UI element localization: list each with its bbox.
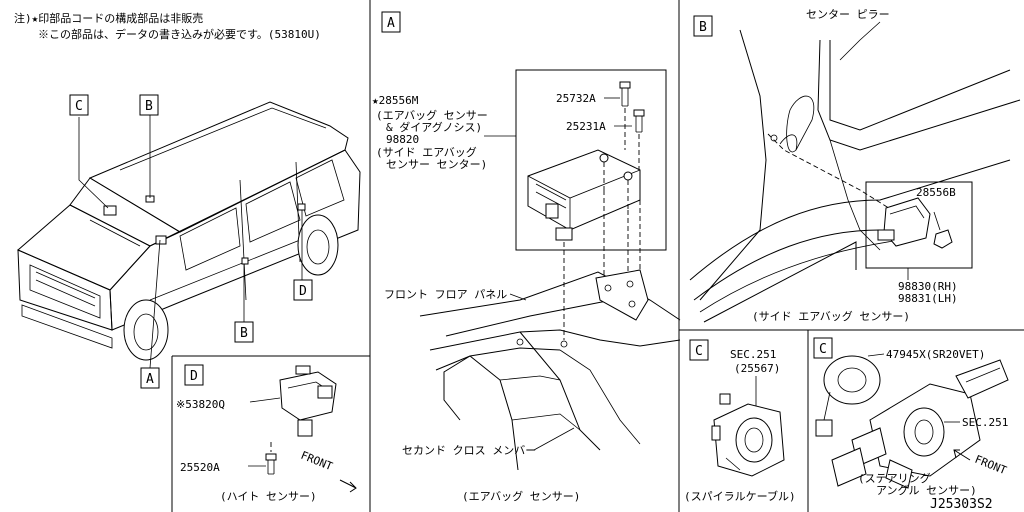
note-line-1: 注)★印部品コードの構成部品は非販売 xyxy=(14,11,203,25)
panel-b-caption: (サイド エアバッグ センサー) xyxy=(752,309,910,323)
panel-a-part-main: ★28556M xyxy=(372,94,419,107)
panel-a-part-alt: 98820 xyxy=(386,133,419,146)
overview-callout-b-upper xyxy=(139,94,159,116)
panel-b-part-rh: 98830(RH) xyxy=(898,280,958,293)
panel-a: A ★28556M (エアバッグ センサー & ダイアグノシス) 98820 (… xyxy=(372,11,681,503)
panel-a-desc-4: センサー センター) xyxy=(386,158,487,171)
overview-callout-b-upper-label: B xyxy=(145,99,153,114)
panel-c2-label-box xyxy=(813,337,833,359)
panel-c2-caption-1: (ステアリング xyxy=(858,471,931,485)
panel-b-part-sensor: 28556B xyxy=(916,186,956,199)
overview-callout-d xyxy=(293,279,313,301)
panel-a-caption: (エアバッグ センサー) xyxy=(462,489,580,503)
panel-c1-sec: SEC.251 xyxy=(730,348,776,361)
overview-callout-a xyxy=(140,367,160,389)
panel-c2-part: 47945X(SR20VET) xyxy=(886,348,985,361)
panel-c1-label-box xyxy=(689,339,709,361)
panel-a-floor-label: フロント フロア パネル xyxy=(384,288,507,301)
panel-c2-caption-2: アングル センサー) xyxy=(876,483,977,497)
vehicle-overview: C B B D A xyxy=(17,94,361,389)
note-line-2: ※この部品は、データの書き込みが必要です。(53810U) xyxy=(38,27,321,41)
panel-c1-caption: (スパイラルケーブル) xyxy=(684,489,796,503)
overview-callout-b-lower xyxy=(234,321,254,343)
overview-callout-c-label: C xyxy=(75,99,83,114)
diagram-id: J25303S2 xyxy=(930,497,993,512)
panel-dividers xyxy=(171,0,1024,512)
panel-c2-front: FRONT xyxy=(973,453,1009,478)
panel-a-desc-2: & ダイアグノシス) xyxy=(386,120,482,134)
panel-a-desc-1: (エアバッグ センサー xyxy=(376,108,488,122)
overview-callout-b-lower-label: B xyxy=(240,326,248,341)
panel-c1-sec-sub: (25567) xyxy=(734,362,780,375)
panel-c2: C 47945X(SR20VET) SEC.251 FRONT (ステアリング … xyxy=(813,337,1009,497)
notes: 注)★印部品コードの構成部品は非販売 ※この部品は、データの書き込みが必要です。… xyxy=(14,11,321,41)
panel-b: B センター ピラー 28556B 98830(RH) 98831(LH) (サ… xyxy=(689,8,1021,323)
panel-b-label: B xyxy=(699,20,707,35)
panel-d-part-2: 25520A xyxy=(180,461,220,474)
panel-d-label-box xyxy=(184,364,204,386)
panel-c2-label: C xyxy=(819,342,827,357)
panel-d-label: D xyxy=(190,369,198,384)
panel-c1-label: C xyxy=(695,344,703,359)
panel-b-inset xyxy=(865,181,973,269)
panel-a-bolt-1: 25732A xyxy=(556,92,596,105)
panel-c2-sec: SEC.251 xyxy=(962,416,1008,429)
panel-a-member-label: セカンド クロス メンバー xyxy=(402,444,536,457)
overview-callout-d-label: D xyxy=(299,284,307,299)
panel-a-label-box xyxy=(381,11,401,33)
panel-d-caption: (ハイト センサー) xyxy=(220,490,317,503)
panel-a-label: A xyxy=(387,16,395,31)
panel-b-part-lh: 98831(LH) xyxy=(898,292,958,305)
panel-d-front: FRONT xyxy=(299,449,335,474)
panel-c1: C SEC.251 (25567) (スパイラルケーブル) xyxy=(684,339,796,503)
overview-callout-a-label: A xyxy=(146,372,154,387)
panel-a-bolt-2: 25231A xyxy=(566,120,606,133)
overview-callout-c xyxy=(69,94,89,116)
panel-b-label-box xyxy=(693,15,713,37)
panel-d-part-1: ※53820Q xyxy=(176,398,225,411)
panel-d: D ※53820Q 25520A FRONT (ハイト センサー) xyxy=(176,364,357,503)
panel-a-desc-3: (サイド エアバッグ xyxy=(376,145,477,159)
panel-b-pillar-label: センター ピラー xyxy=(806,8,890,21)
